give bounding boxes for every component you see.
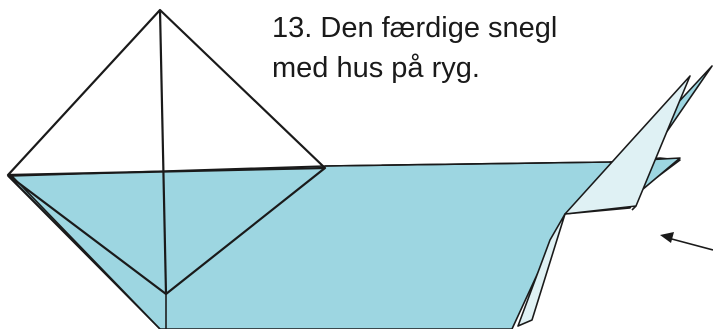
step-caption: 13. Den færdige snegl med hus på ryg. <box>272 8 612 88</box>
caption-line-2: med hus på ryg. <box>272 48 612 88</box>
arrow-shaft <box>668 238 713 250</box>
caption-line-1: 13. Den færdige snegl <box>272 8 612 48</box>
snail-body <box>12 158 680 329</box>
antenna-front <box>565 76 690 214</box>
arrow-head-icon <box>660 232 674 243</box>
